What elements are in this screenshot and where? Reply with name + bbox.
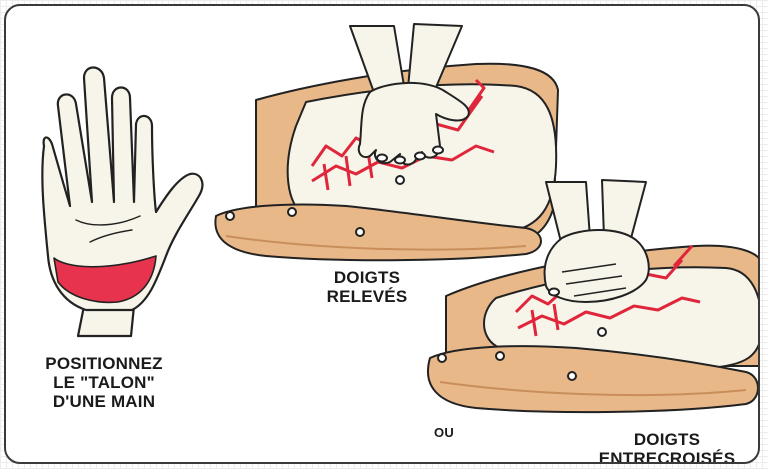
shirt-button — [288, 208, 296, 216]
fingers-raised-caption: DOIGTS RELEVÉS — [312, 268, 422, 306]
fingertip — [415, 153, 425, 160]
fingers-interlaced-caption: DOIGTS ENTRECROISÉS — [592, 430, 742, 464]
caption-line: POSITIONNEZ — [20, 354, 188, 373]
shirt-button — [438, 354, 446, 362]
caption-line: ENTRECROISÉS — [592, 449, 742, 464]
caption-line: LE "TALON" — [20, 373, 188, 392]
caption-line: D'UNE MAIN — [20, 392, 188, 411]
navel — [396, 176, 404, 184]
navel — [598, 328, 606, 336]
fingers-raised-illustration — [215, 24, 558, 260]
caption-line: DOIGTS — [592, 430, 742, 449]
caption-line: DOIGTS — [312, 268, 422, 287]
caption-line: RELEVÉS — [312, 287, 422, 306]
shirt-button — [356, 228, 364, 236]
fingertip — [395, 157, 405, 164]
heel-of-hand-caption: POSITIONNEZ LE "TALON" D'UNE MAIN — [20, 354, 188, 411]
or-caption: OU — [424, 426, 464, 441]
shirt-button — [226, 212, 234, 220]
shirt-button — [496, 352, 504, 360]
shirt-button — [568, 372, 576, 380]
fingertip — [549, 289, 559, 296]
diagram-panel: POSITIONNEZ LE "TALON" D'UNE MAIN DOIGTS… — [4, 4, 760, 464]
fingertip — [433, 147, 443, 154]
fingertip — [377, 155, 387, 162]
interlaced-hands — [545, 230, 649, 302]
open-hand-illustration — [42, 68, 202, 337]
